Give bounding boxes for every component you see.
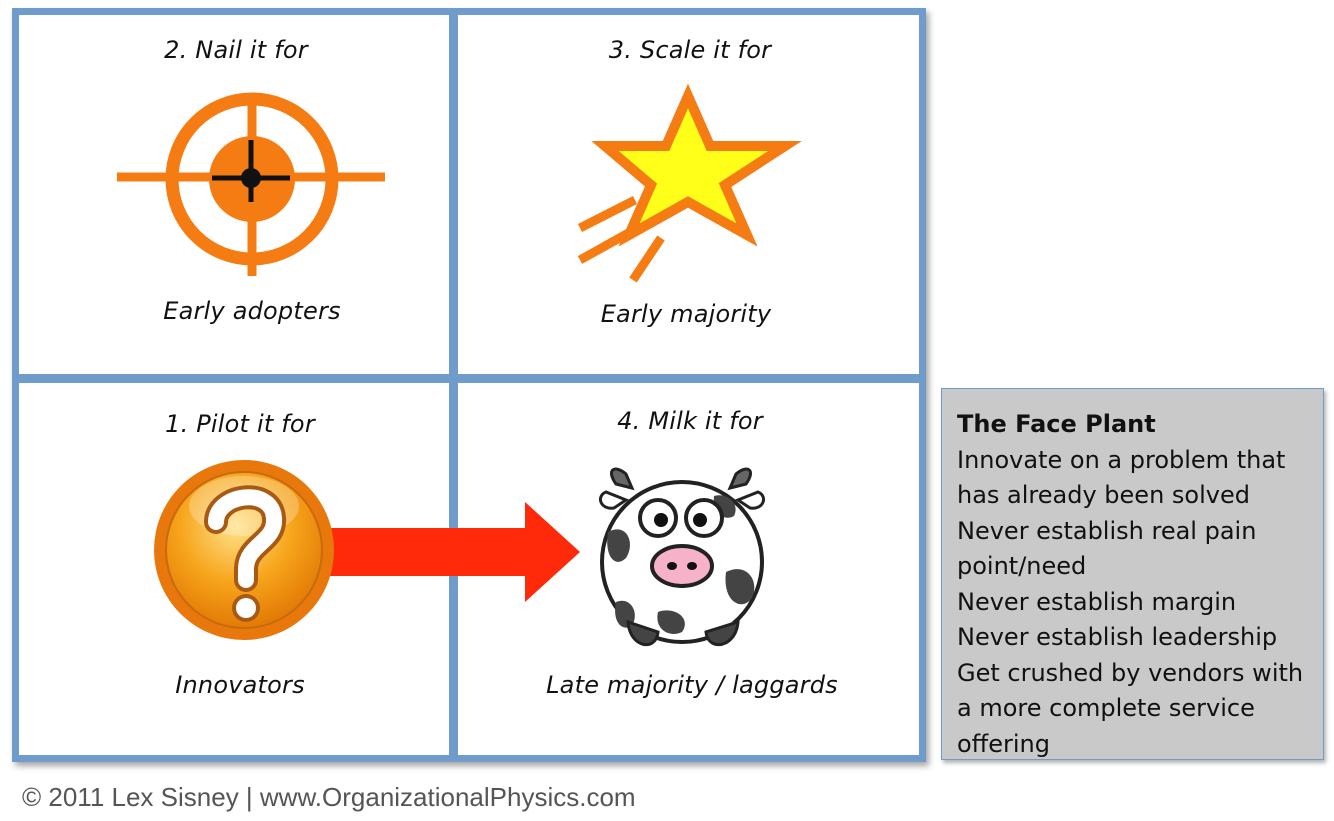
face-plant-line: has already been solved xyxy=(957,481,1250,509)
face-plant-line: Innovate on a problem that xyxy=(957,445,1286,474)
shooting-star-icon xyxy=(577,83,802,283)
face-plant-line: Never establish leadership xyxy=(957,623,1278,651)
q3-caption: Early majority xyxy=(600,300,772,328)
face-plant-line: a more complete service xyxy=(957,694,1255,722)
q2-heading: 2. Nail it for xyxy=(164,36,308,64)
arrow-icon xyxy=(315,502,580,602)
grid-vertical-divider xyxy=(449,8,458,762)
quadrant-grid xyxy=(12,8,926,762)
q4-caption: Late majority / laggards xyxy=(546,671,838,699)
face-plant-line: point/need xyxy=(957,552,1087,580)
q3-heading: 3. Scale it for xyxy=(608,36,772,64)
q1-caption: Innovators xyxy=(175,671,305,699)
face-plant-line: Get crushed by vendors with xyxy=(957,658,1304,687)
face-plant-title: The Face Plant xyxy=(957,410,1156,438)
target-icon xyxy=(117,92,385,276)
grid-horizontal-divider xyxy=(12,374,926,383)
q2-caption: Early adopters xyxy=(163,297,341,325)
face-plant-line: offering xyxy=(957,729,1050,758)
face-plant-line: Never establish margin xyxy=(957,587,1237,616)
cow-icon xyxy=(598,467,766,647)
face-plant-line: Never establish real pain xyxy=(957,516,1257,545)
face-plant-box: The Face Plant Innovate on a problem tha… xyxy=(941,388,1324,760)
copyright-footer: © 2011 Lex Sisney | www.OrganizationalPh… xyxy=(22,782,636,812)
q1-heading: 1. Pilot it for xyxy=(165,410,315,438)
question-mark-icon xyxy=(154,460,334,640)
q4-heading: 4. Milk it for xyxy=(617,407,763,435)
